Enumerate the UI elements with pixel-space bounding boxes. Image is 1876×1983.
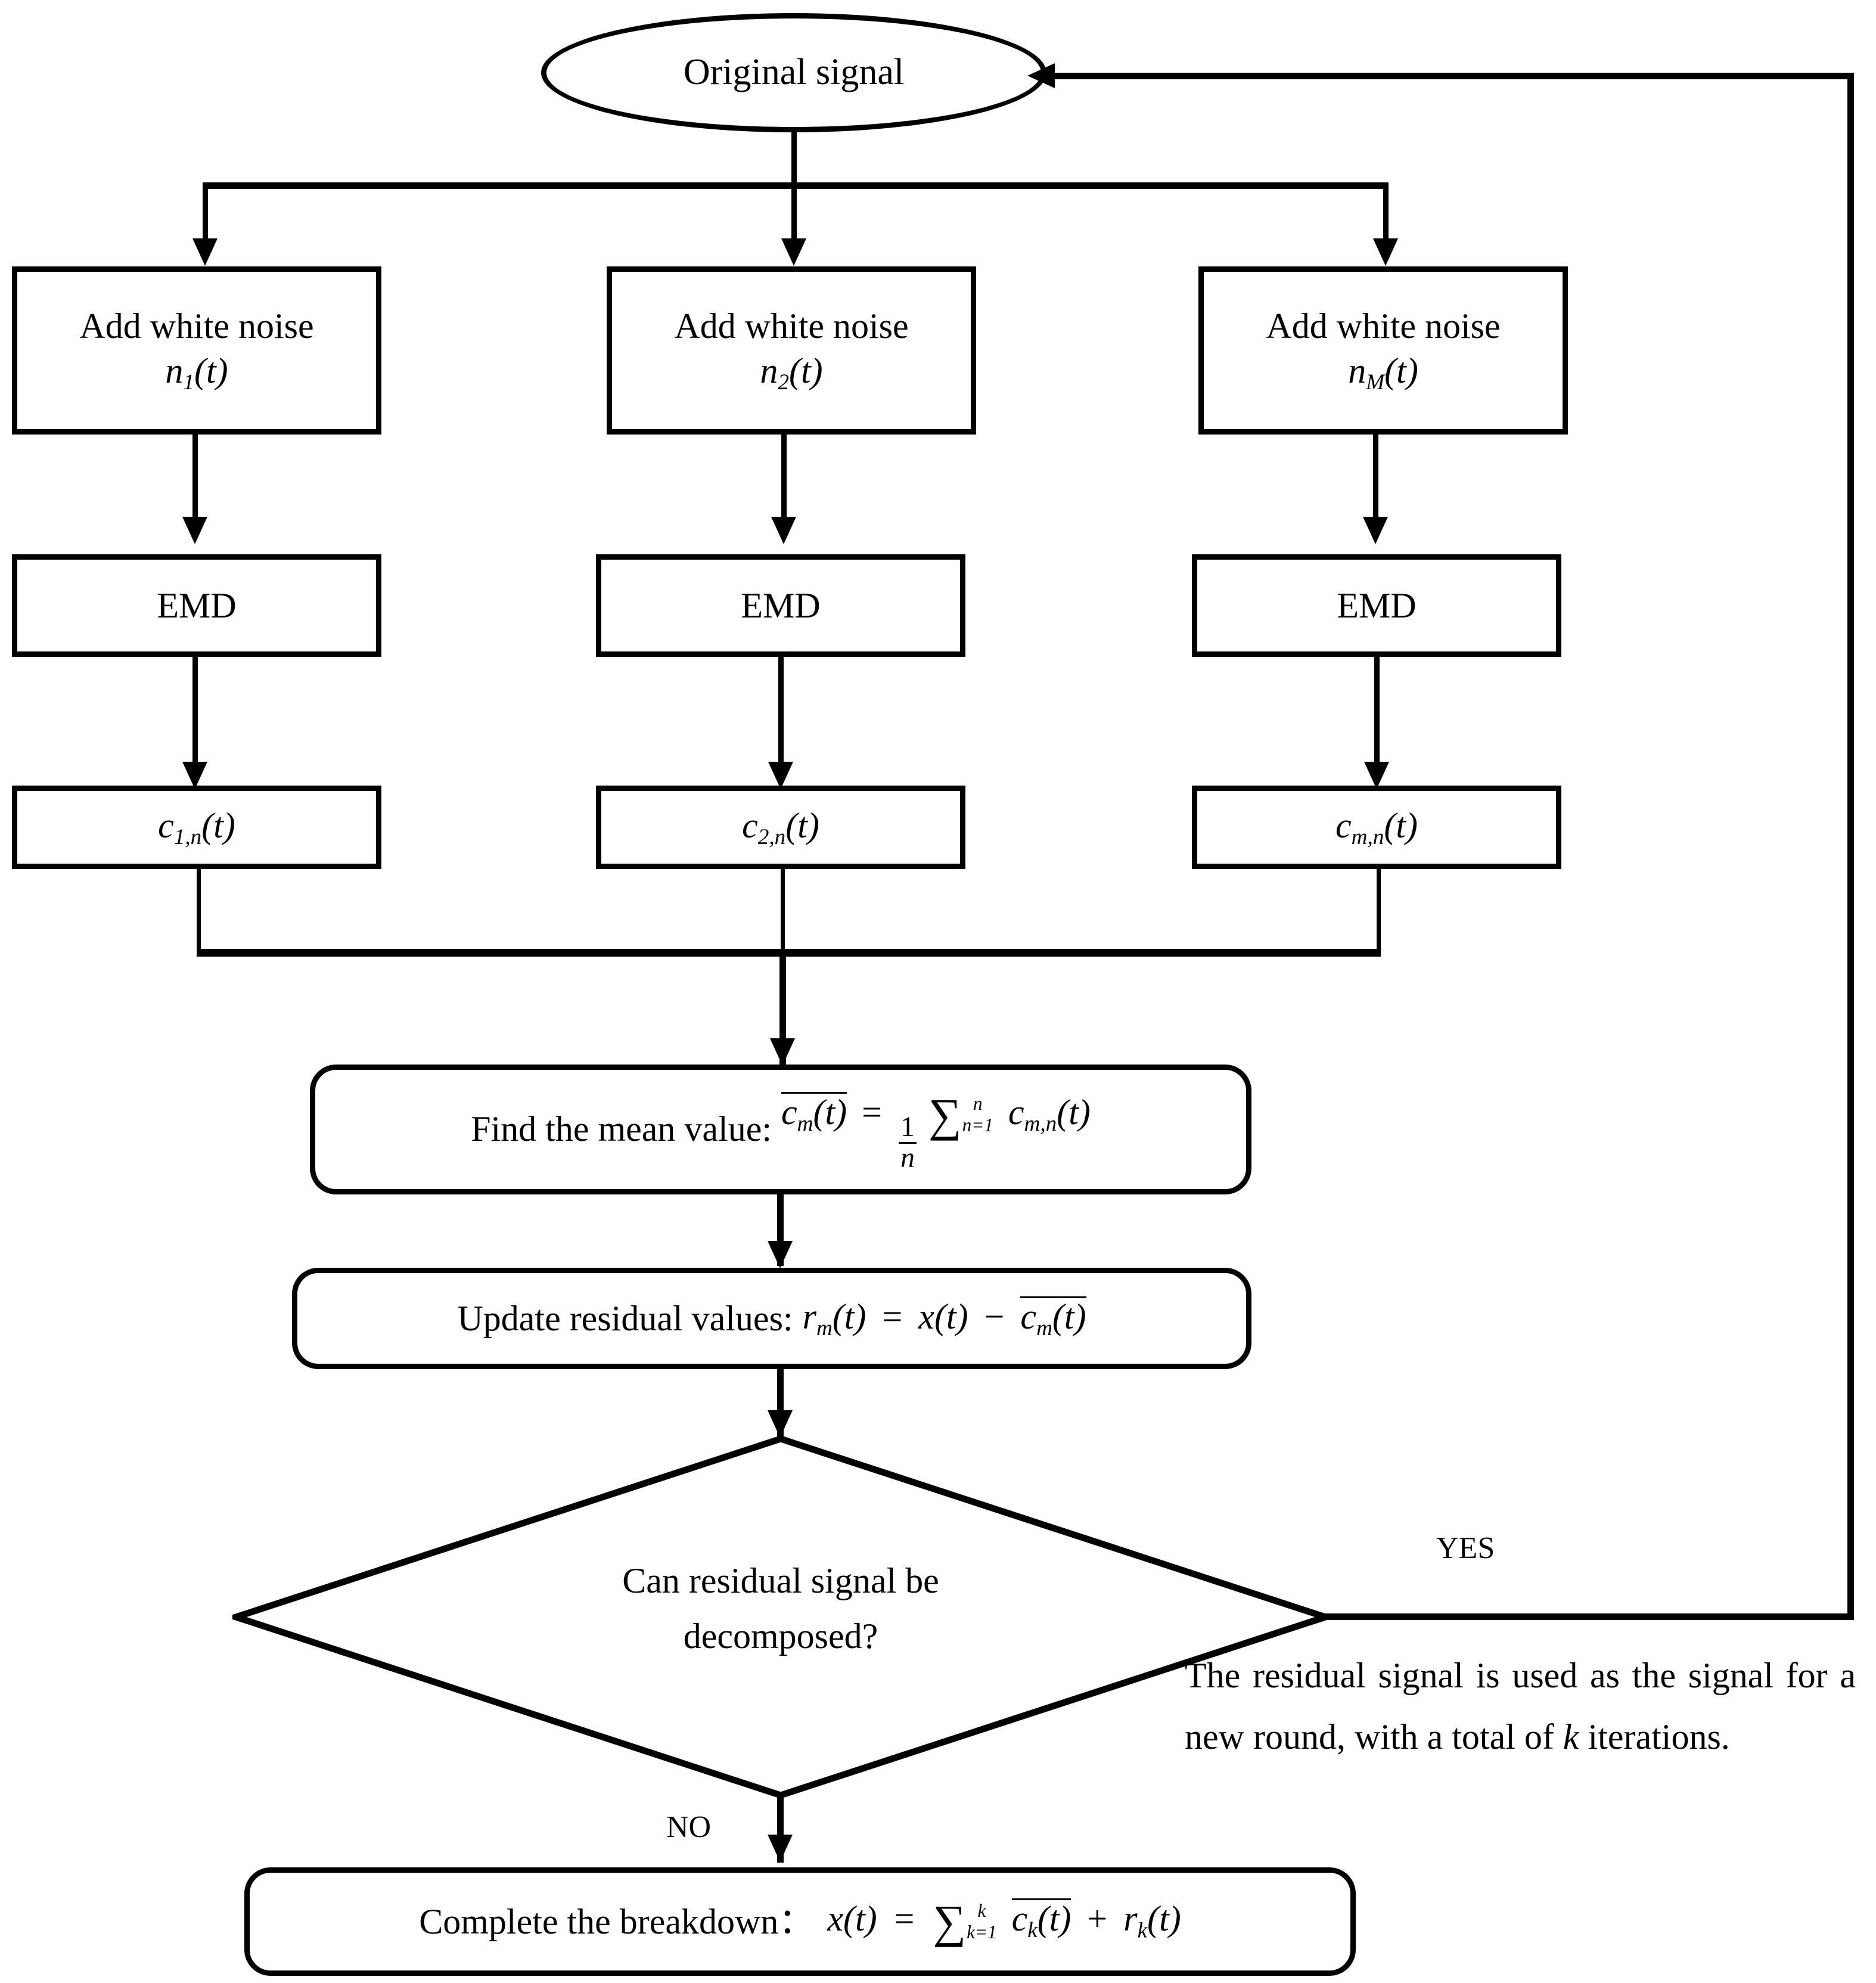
connector-noise3-emd3	[1373, 435, 1378, 523]
connector-merge-bus	[197, 949, 1381, 957]
loop-note-paragraph: The residual signal is used as the signa…	[1185, 1645, 1856, 1768]
node-add-white-noise-1-symbol: n1(t)	[165, 351, 228, 395]
node-add-white-noise-2-symbol: n2(t)	[760, 351, 823, 395]
node-add-white-noise-1-label: Add white noise	[79, 306, 314, 346]
arrow-to-imf-2	[768, 762, 793, 789]
decision-line-2: decomposed?	[683, 1616, 878, 1656]
node-original-signal[interactable]: Original signal	[541, 13, 1046, 132]
node-imf-1-symbol: c1,n(t)	[158, 805, 235, 849]
residual-formula: rm(t) = x(t) − cm(t)	[802, 1296, 1086, 1340]
arrow-to-imf-1	[182, 762, 207, 789]
node-add-white-noise-3-label: Add white noise	[1266, 306, 1501, 346]
loop-note-symbol: k	[1563, 1717, 1579, 1757]
node-imf-2-symbol: c2,n(t)	[742, 805, 819, 849]
connector-emd3-imf3	[1374, 657, 1380, 764]
node-decision-residual-decomposable[interactable]: Can residual signal be decomposed?	[232, 1435, 1329, 1799]
connector-drop-mid	[791, 182, 797, 244]
connector-drop-left	[203, 182, 208, 244]
arrow-to-noise-1	[192, 238, 218, 266]
node-emd-2[interactable]: EMD	[596, 554, 965, 657]
residual-prefix-label: Update residual values:	[457, 1298, 793, 1338]
node-imf-3[interactable]: cm,n(t)	[1192, 786, 1561, 869]
node-update-residual[interactable]: Update residual values: rm(t) = x(t) − c…	[292, 1268, 1251, 1369]
arrow-to-final-box	[768, 1835, 793, 1862]
arrow-to-emd-3	[1363, 517, 1388, 544]
node-add-white-noise-2[interactable]: Add white noise n2(t)	[607, 266, 976, 435]
node-imf-3-symbol: cm,n(t)	[1335, 805, 1418, 849]
node-add-white-noise-2-label: Add white noise	[674, 306, 909, 346]
arrow-to-emd-2	[771, 517, 796, 544]
connector-mean-residual	[777, 1194, 784, 1266]
node-add-white-noise-1[interactable]: Add white noise n1(t)	[12, 266, 381, 435]
edge-label-no: NO	[666, 1810, 712, 1844]
node-add-white-noise-3[interactable]: Add white noise nM(t)	[1198, 266, 1568, 435]
decision-line-1: Can residual signal be	[622, 1561, 939, 1600]
connector-drop-right	[1383, 182, 1389, 244]
connector-noise2-emd2	[781, 435, 787, 523]
connector-yes-top-horizontal	[1055, 73, 1854, 79]
arrow-to-residual-box	[768, 1241, 793, 1268]
node-imf-1[interactable]: c1,n(t)	[12, 786, 381, 869]
arrow-to-mean-box	[770, 1038, 795, 1066]
node-emd-3-label: EMD	[1337, 585, 1417, 625]
node-imf-2[interactable]: c2,n(t)	[596, 786, 965, 869]
arrow-back-to-original-signal	[1027, 63, 1055, 88]
connector-noise1-emd1	[192, 435, 198, 523]
node-emd-2-label: EMD	[741, 585, 821, 625]
connector-emd2-imf2	[778, 657, 784, 764]
loop-note-tail: iterations.	[1588, 1717, 1730, 1757]
arrow-to-imf-3	[1364, 762, 1389, 789]
node-add-white-noise-3-symbol: nM(t)	[1348, 351, 1418, 395]
connector-emd1-imf1	[192, 657, 198, 764]
connector-imf2-down	[781, 869, 785, 952]
connector-merge-stem	[779, 949, 786, 1065]
arrow-to-noise-2	[781, 238, 806, 266]
final-prefix-label: Complete the breakdown：	[419, 1901, 815, 1941]
arrow-to-decision	[768, 1410, 793, 1438]
edge-label-yes: YES	[1436, 1531, 1495, 1565]
node-emd-1-label: EMD	[157, 585, 237, 625]
node-emd-3[interactable]: EMD	[1192, 554, 1561, 657]
node-decision-label: Can residual signal be decomposed?	[232, 1553, 1329, 1664]
connector-yes-vertical	[1847, 73, 1854, 1620]
connector-imf1-down	[197, 869, 201, 952]
connector-no-vertical	[777, 1794, 784, 1863]
node-update-residual-content: Update residual values: rm(t) = x(t) − c…	[457, 1295, 1086, 1343]
connector-yes-horizontal	[1325, 1613, 1854, 1620]
mean-prefix-label: Find the mean value:	[471, 1109, 772, 1149]
connector-start-stem	[791, 132, 797, 187]
node-emd-1[interactable]: EMD	[12, 554, 381, 657]
connector-residual-decision	[777, 1369, 784, 1438]
loop-note-text: The residual signal is used as the signa…	[1185, 1656, 1856, 1757]
connector-imf3-down	[1377, 869, 1381, 952]
arrow-to-emd-1	[182, 517, 207, 544]
arrow-to-noise-3	[1373, 238, 1398, 266]
node-original-signal-label: Original signal	[683, 52, 905, 93]
